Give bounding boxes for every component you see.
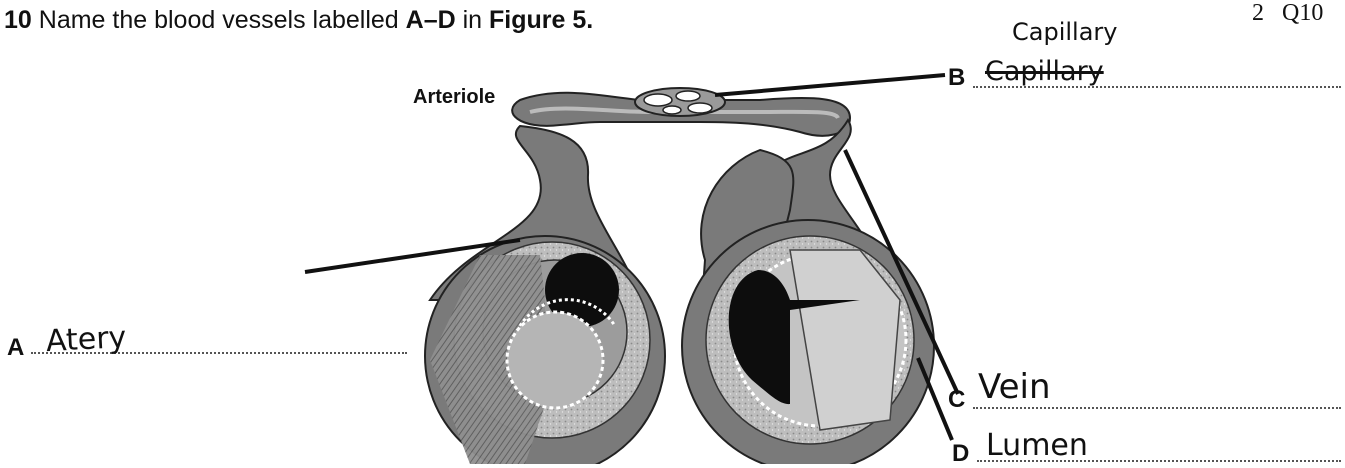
artery-cross-section — [425, 236, 665, 464]
capillary-bed — [635, 88, 725, 116]
handwritten-answer-a: Atery — [45, 320, 127, 359]
handwritten-answer-c: Vein — [978, 367, 1051, 407]
handwritten-answer-b-crossed: Capillary — [985, 56, 1104, 87]
handwritten-note-b: Capillary — [1012, 18, 1117, 46]
label-b: B — [948, 64, 965, 92]
label-c: C — [948, 386, 965, 414]
answer-line-c[interactable] — [973, 407, 1341, 409]
arteriole-label: Arteriole — [413, 86, 495, 109]
leader-line-b — [715, 75, 945, 95]
handwritten-answer-d: Lumen — [986, 428, 1088, 463]
label-a: A — [7, 334, 24, 362]
